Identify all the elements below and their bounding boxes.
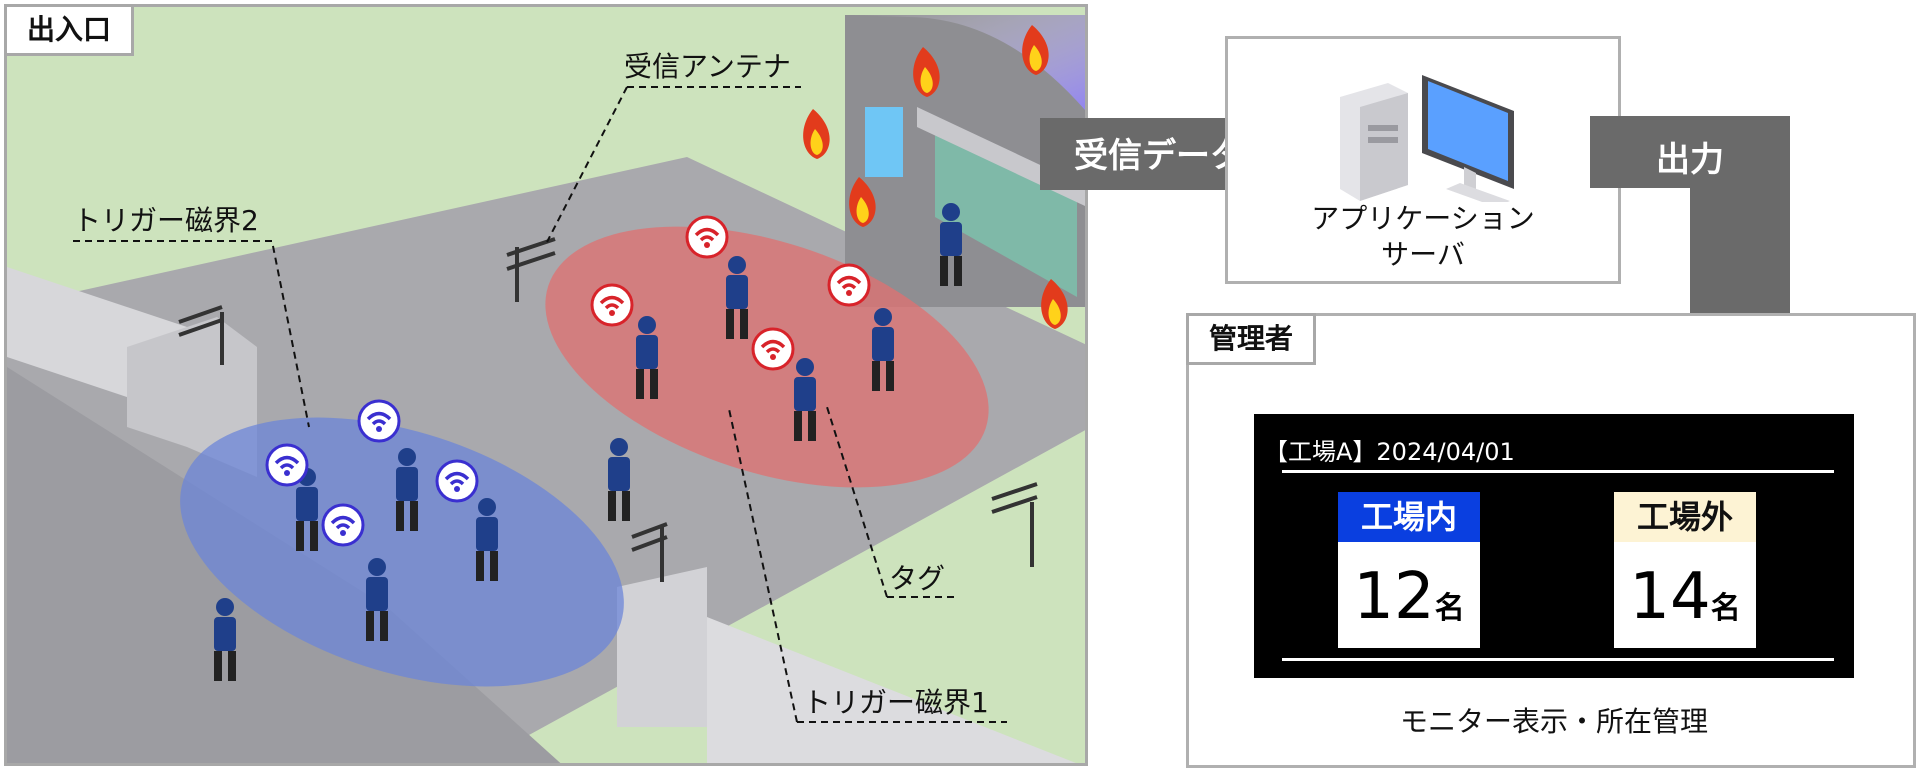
server-caption-line2: サーバ bbox=[1381, 238, 1465, 271]
entrance-scene: 受信アンテナ トリガー磁界2 タグ トリガー磁界1 bbox=[4, 4, 1088, 766]
inside-factory-count: 12 bbox=[1353, 560, 1435, 634]
server-computer-icon bbox=[1340, 75, 1514, 202]
monitor-title: 【工場A】2024/04/01 bbox=[1264, 438, 1515, 466]
right-wall bbox=[707, 617, 1076, 763]
antenna-callout: 受信アンテナ bbox=[624, 50, 791, 83]
inside-factory-unit: 名 bbox=[1434, 591, 1465, 626]
received-data-label: 受信データ bbox=[1074, 136, 1244, 176]
output-label: 出力 bbox=[1656, 140, 1724, 180]
monitor-divider-bottom bbox=[1282, 658, 1834, 661]
flame-icons bbox=[803, 25, 1068, 329]
tag-callout: タグ bbox=[889, 562, 946, 595]
wifi-tag-icons-blue bbox=[265, 399, 479, 547]
trigger-field-2-callout: トリガー磁界2 bbox=[73, 204, 259, 237]
wifi-tag-icons-red bbox=[590, 215, 871, 371]
right-gate-pillar bbox=[617, 567, 707, 727]
server-caption: アプリケーション サーバ bbox=[1228, 201, 1618, 273]
server-caption-line1: アプリケーション bbox=[1311, 202, 1535, 235]
inside-factory-count-card: 12名 bbox=[1338, 542, 1480, 648]
entrance-illustration bbox=[7, 7, 1085, 763]
building-window bbox=[865, 107, 903, 177]
monitor-display: 【工場A】2024/04/01 工場内 12名 工場外 14名 bbox=[1254, 414, 1854, 678]
callout-leader-lines bbox=[73, 86, 1007, 723]
monitor-divider-top bbox=[1282, 470, 1834, 473]
outside-factory-count: 14 bbox=[1629, 560, 1711, 634]
trigger-field-1-callout: トリガー磁界1 bbox=[803, 686, 989, 719]
antenna-left bbox=[178, 305, 224, 365]
workers bbox=[214, 203, 962, 681]
antenna-right bbox=[991, 482, 1038, 567]
administrator-label: 管理者 bbox=[1186, 313, 1317, 365]
outside-factory-header: 工場外 bbox=[1614, 492, 1756, 542]
antenna-bottom bbox=[631, 522, 668, 582]
outside-factory-count-card: 14名 bbox=[1614, 542, 1756, 648]
inside-factory-header: 工場内 bbox=[1338, 492, 1480, 542]
outside-factory-unit: 名 bbox=[1710, 591, 1741, 626]
monitor-caption: モニター表示・所在管理 bbox=[1399, 705, 1708, 738]
building-door bbox=[935, 117, 1077, 297]
entrance-label: 出入口 bbox=[4, 4, 135, 56]
application-server-box: アプリケーション サーバ bbox=[1225, 36, 1621, 284]
